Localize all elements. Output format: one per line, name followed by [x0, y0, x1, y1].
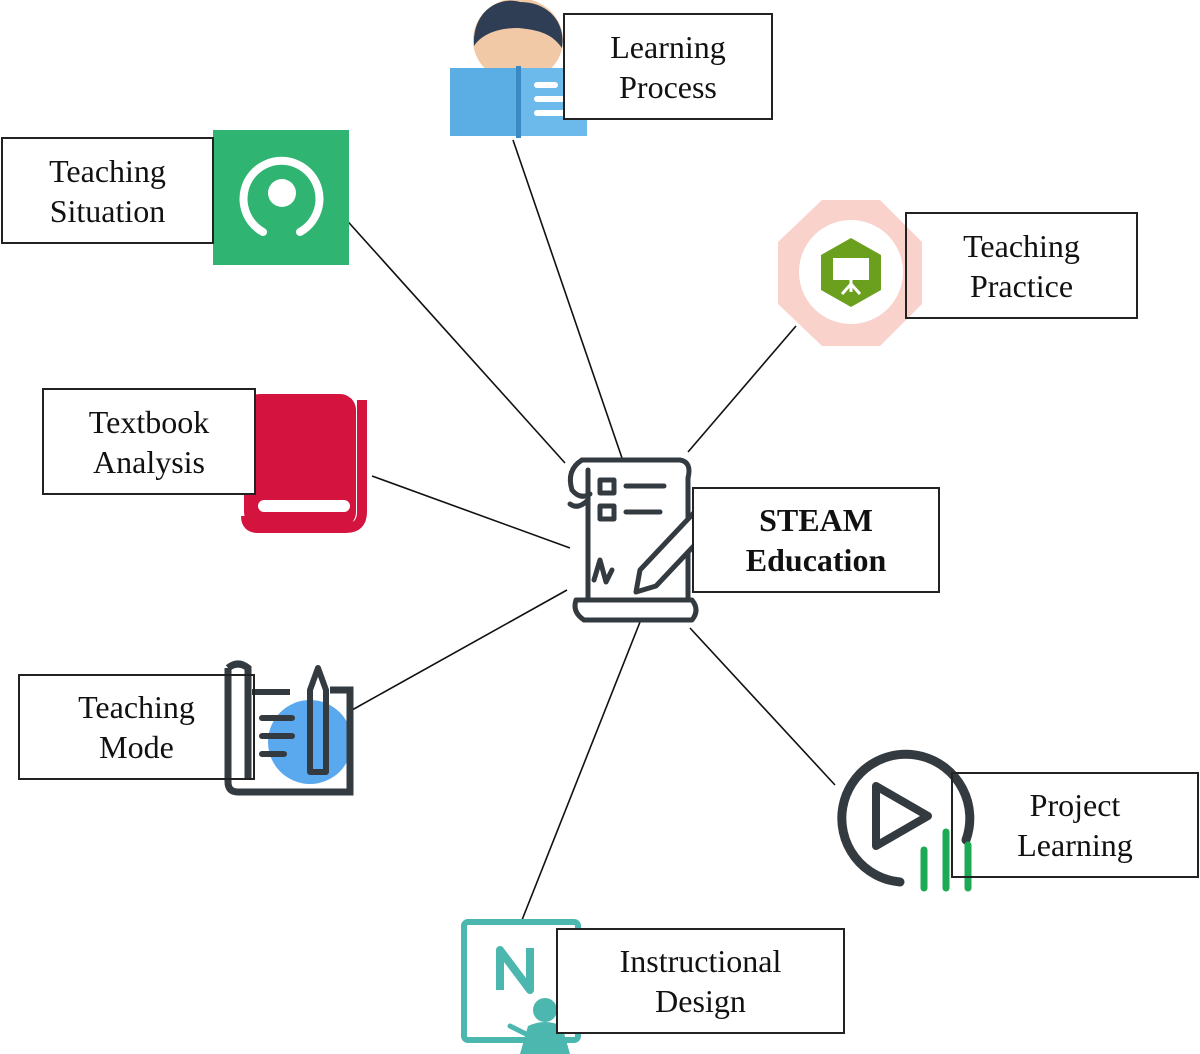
node-label-line2: Design	[655, 983, 746, 1019]
node-label-line2: Mode	[99, 729, 174, 765]
connector-project-learning	[689, 627, 836, 786]
node-label-line2: Process	[619, 68, 717, 105]
connector-teaching-practice	[687, 325, 797, 453]
node-label-line1: Project	[1029, 787, 1121, 823]
node-project-learning: Project Learning	[951, 772, 1199, 878]
circle-target-icon	[213, 130, 349, 265]
node-textbook-analysis: Textbook Analysis	[42, 388, 256, 495]
notes-pen-icon	[224, 660, 354, 796]
node-label-line2: Learning	[1017, 827, 1133, 863]
node-label-line1: Teaching	[963, 227, 1080, 264]
node-learning-process: Learning Process	[563, 13, 773, 120]
connector-learning-process	[512, 139, 623, 459]
node-teaching-situation: Teaching Situation	[1, 137, 214, 244]
node-instructional-design: Instructional Design	[556, 928, 845, 1034]
presentation-board-icon	[778, 200, 922, 346]
center-label-line2: Education	[745, 542, 887, 578]
student-reading-book-icon	[450, 0, 587, 138]
play-progress-icon	[837, 749, 975, 892]
node-label-line1: Instructional	[619, 943, 782, 979]
node-label-line1: Textbook	[88, 403, 210, 440]
connector-lines	[341, 139, 836, 921]
connector-teaching-mode	[351, 589, 568, 711]
center-label-line1: STEAM	[759, 502, 873, 538]
red-book-icon	[241, 394, 367, 533]
node-label-line2: Situation	[49, 192, 166, 229]
node-label-line1: Teaching	[78, 689, 195, 725]
node-label-line2: Analysis	[93, 443, 205, 480]
connector-instructional-design	[521, 621, 641, 921]
node-label-line1: Learning	[610, 28, 726, 65]
node-label-line1: Teaching	[49, 152, 166, 189]
node-label-line2: Practice	[969, 267, 1074, 304]
node-teaching-mode: Teaching Mode	[18, 674, 255, 780]
connector-textbook-analysis	[371, 475, 571, 549]
connector-teaching-situation	[341, 214, 566, 464]
center-node-steam-education: STEAM Education	[692, 487, 940, 593]
node-teaching-practice: Teaching Practice	[905, 212, 1138, 319]
